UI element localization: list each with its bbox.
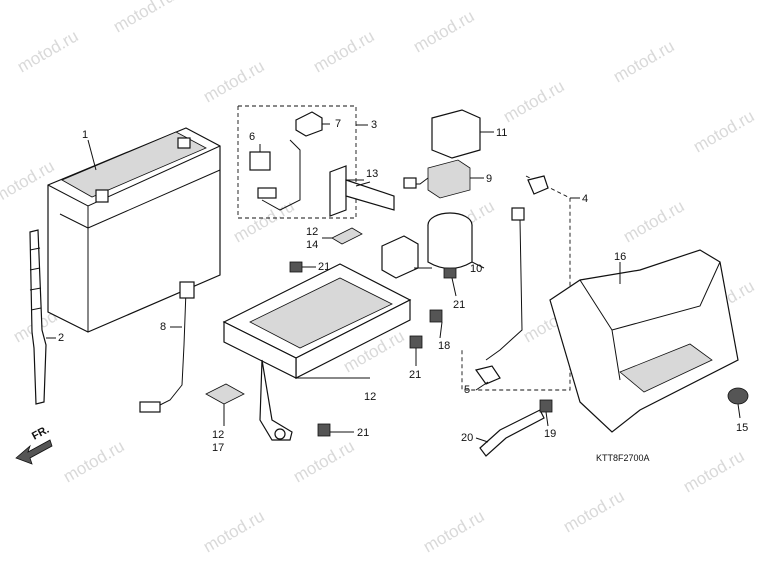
bolt <box>429 309 443 339</box>
callout-13: 13 <box>366 168 379 180</box>
battery <box>47 127 221 333</box>
callout-17: 17 <box>212 442 225 454</box>
callout-12-tray: 12 <box>364 391 377 403</box>
grommet <box>727 387 749 419</box>
battery-case <box>549 249 739 433</box>
bolt <box>317 423 354 437</box>
callout-12-upper: 12 <box>306 226 319 238</box>
callout-21-c: 21 <box>409 369 422 381</box>
bolt <box>289 261 316 273</box>
callout-21-b: 21 <box>453 299 466 311</box>
callout-18: 18 <box>438 340 451 352</box>
callout-2: 2 <box>58 332 65 344</box>
callout-20: 20 <box>461 432 474 444</box>
breather-tube <box>29 229 47 405</box>
callout-15: 15 <box>736 422 749 434</box>
diagram-code: KTT8F2700A <box>596 453 650 463</box>
callout-10: 10 <box>470 263 483 275</box>
callout-14: 14 <box>306 239 319 251</box>
callout-6: 6 <box>249 131 256 143</box>
callout-4: 4 <box>582 193 589 205</box>
drain-tube <box>475 399 553 457</box>
leader-lines <box>46 139 432 339</box>
callout-3: 3 <box>371 119 378 131</box>
callout-21-a: 21 <box>318 261 331 273</box>
starter-cable-group <box>461 175 580 391</box>
bolt <box>409 335 423 366</box>
callout-11: 11 <box>496 127 508 139</box>
callout-12-lower: 12 <box>212 429 225 441</box>
callout-8: 8 <box>160 321 167 333</box>
callout-16: 16 <box>614 251 627 263</box>
bracket <box>329 165 395 217</box>
wire-harness <box>139 281 195 413</box>
callout-19: 19 <box>544 428 557 440</box>
rubber-pad-lower <box>205 383 245 426</box>
bolt <box>443 267 457 297</box>
callout-21-d: 21 <box>357 427 370 439</box>
front-arrow-icon <box>15 439 53 465</box>
callout-7: 7 <box>335 118 342 130</box>
starter-relay <box>403 109 494 270</box>
rubber-pad-upper <box>322 227 363 245</box>
callout-1: 1 <box>82 129 89 141</box>
battery-tray <box>222 235 419 441</box>
callout-9: 9 <box>486 173 493 185</box>
callout-5: 5 <box>464 384 471 396</box>
terminal-cable-group <box>237 105 368 219</box>
